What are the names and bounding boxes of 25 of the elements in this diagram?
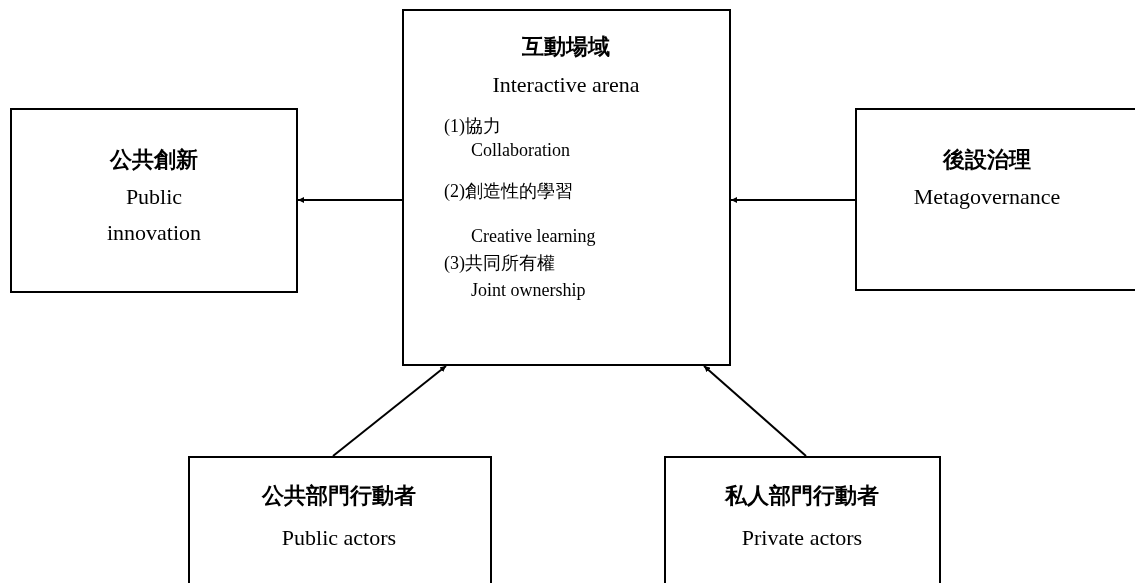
label: (3)共同所有權 xyxy=(444,254,555,274)
text-box xyxy=(10,108,298,293)
arrow xyxy=(703,365,807,457)
heading: 後設治理 xyxy=(943,147,1031,173)
label: Public innovation xyxy=(105,183,203,247)
arrow xyxy=(730,197,856,203)
label: Metagovernance xyxy=(913,184,1061,210)
label: Joint ownership xyxy=(471,281,586,301)
label: Public actors xyxy=(281,525,397,551)
text-box xyxy=(664,456,941,583)
arrow xyxy=(332,365,447,457)
label: (1)協力 xyxy=(444,117,501,137)
label: Creative learning xyxy=(471,227,596,247)
arrow xyxy=(297,197,403,203)
heading: 互動場域 xyxy=(522,34,610,60)
heading: 私人部門行動者 xyxy=(725,483,879,509)
label: Interactive arena xyxy=(492,72,640,98)
heading: 公共創新 xyxy=(110,147,198,173)
label: (2)創造性的學習 xyxy=(444,182,573,202)
heading: 公共部門行動者 xyxy=(262,483,416,509)
text-box xyxy=(188,456,492,583)
text-box xyxy=(855,108,1135,291)
label: Collaboration xyxy=(471,141,570,161)
label: Private actors xyxy=(741,525,863,551)
text-box xyxy=(402,9,731,366)
